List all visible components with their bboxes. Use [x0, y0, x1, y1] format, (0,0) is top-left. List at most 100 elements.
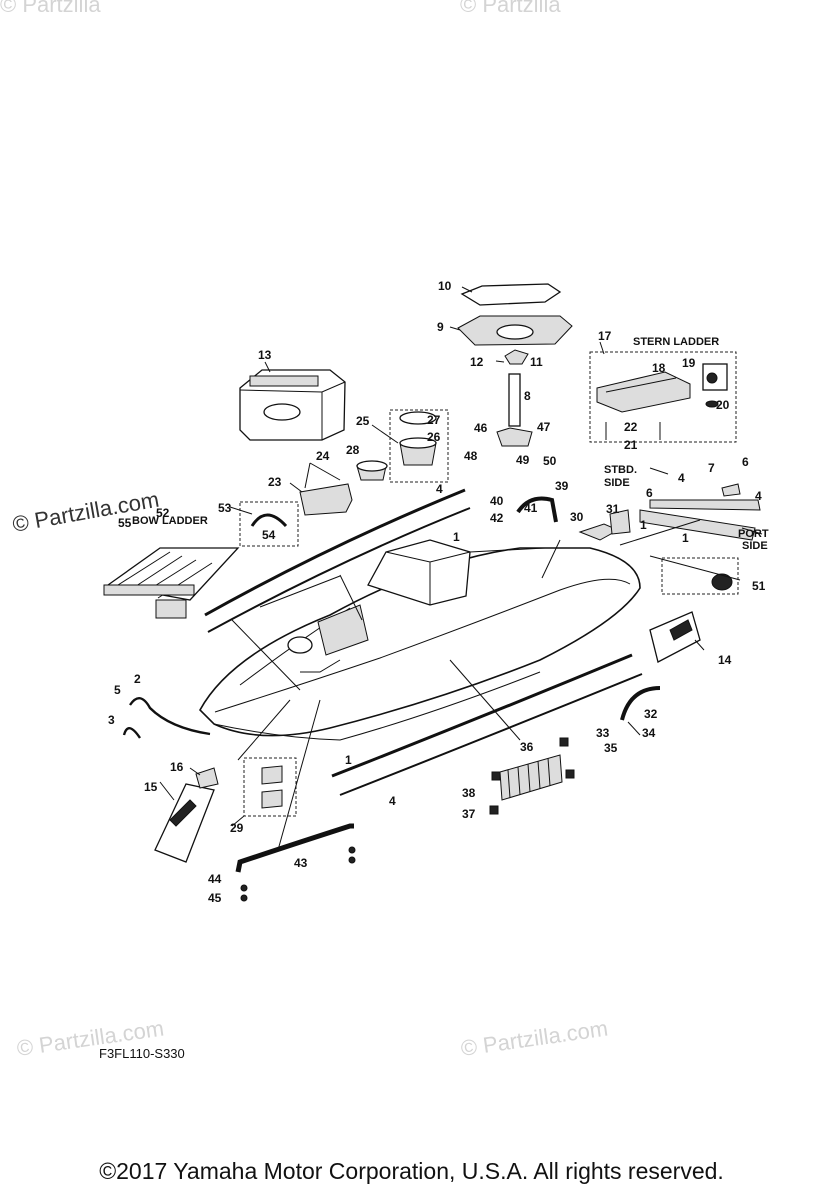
callout-35: 35	[604, 741, 618, 755]
callout-17: 17	[598, 329, 612, 343]
callout-28: 28	[346, 443, 360, 457]
bow-cleat-bracket-part	[195, 767, 219, 789]
cupholder-ring-part	[399, 411, 437, 425]
side-rail-port-part	[639, 509, 756, 541]
callout-44: 44	[208, 872, 222, 886]
callout-13: 13	[258, 348, 272, 362]
callout-42: 42	[490, 511, 504, 525]
diagram-code: F3FL110-S330	[99, 1046, 185, 1061]
callout-4-stbd: 4	[678, 471, 685, 485]
callout-32: 32	[644, 707, 658, 721]
grab-handle-part	[516, 496, 558, 523]
callout-2: 2	[134, 672, 141, 686]
ladder-bolt-part	[605, 422, 661, 440]
callout-16: 16	[170, 760, 184, 774]
stbd-side-label-2: SIDE	[604, 477, 630, 489]
callout-33: 33	[596, 726, 610, 740]
callout-50: 50	[543, 454, 557, 468]
seat-bracket-part	[504, 349, 529, 365]
seat-pad-part	[460, 283, 562, 306]
watermark-top-mid: © Partzilla	[460, 0, 561, 17]
callout-41: 41	[524, 501, 538, 515]
stern-ladder-part	[596, 363, 728, 413]
callout-31: 31	[606, 502, 620, 516]
boat-hull	[199, 539, 641, 741]
callout-11: 11	[530, 355, 543, 369]
callout-15: 15	[144, 780, 158, 794]
callout-18: 18	[652, 361, 666, 375]
fitting-box	[661, 557, 739, 595]
callout-6-port: 6	[646, 486, 653, 500]
callout-1-lower: 1	[345, 753, 352, 767]
stbd-side-label-1: STBD.	[604, 464, 637, 476]
callout-51: 51	[752, 579, 766, 593]
rail-end-part	[620, 686, 661, 721]
seat-post-part	[508, 373, 521, 427]
callout-46: 46	[474, 421, 488, 435]
callout-5: 5	[114, 683, 121, 697]
callout-1-stbd: 1	[640, 518, 647, 532]
callout-1-port: 1	[682, 531, 689, 545]
cargo-net-part	[499, 754, 563, 801]
callout-54: 54	[262, 528, 276, 542]
callout-55: 55	[118, 516, 132, 530]
callout-34: 34	[642, 726, 656, 740]
callout-10: 10	[438, 279, 452, 293]
callout-3: 3	[108, 713, 115, 727]
bow-rail-part	[129, 697, 211, 736]
callout-43: 43	[294, 856, 308, 870]
bow-ladder-part	[103, 547, 240, 619]
callout-53: 53	[218, 501, 232, 515]
callout-4-upper: 4	[436, 482, 443, 496]
storage-tray-part	[299, 483, 353, 516]
fitting-cap-part	[711, 573, 733, 591]
stern-ladder-box	[589, 351, 737, 443]
rub-rail-upper-outer	[204, 488, 466, 617]
callout-22: 22	[624, 420, 638, 434]
callout-47: 47	[537, 420, 551, 434]
callout-29: 29	[230, 821, 244, 835]
cooler-part	[239, 369, 346, 441]
callout-4-port: 4	[755, 489, 762, 503]
callout-40: 40	[490, 494, 504, 508]
callout-1-upper: 1	[453, 530, 460, 544]
callout-23: 23	[268, 475, 282, 489]
ladder-strap-part	[250, 513, 288, 528]
clip-part	[721, 483, 741, 497]
callout-36: 36	[520, 740, 534, 754]
bracket-31-part	[609, 509, 631, 535]
callout-20: 20	[716, 398, 730, 412]
callout-45: 45	[208, 891, 222, 905]
callout-38: 38	[462, 786, 476, 800]
callout-24: 24	[316, 449, 330, 463]
callout-7: 7	[708, 461, 715, 475]
net-hook-part	[491, 771, 501, 781]
callout-19: 19	[682, 356, 696, 370]
rub-rail-upper-inner	[207, 507, 471, 633]
callout-52: 52	[156, 506, 170, 520]
watermark-top-left: © Partzilla	[0, 0, 101, 17]
callout-30: 30	[570, 510, 584, 524]
watermark-bottom-right: © Partzilla.com	[459, 1016, 609, 1061]
callout-4-lower: 4	[389, 794, 396, 808]
port-side-label-2: SIDE	[742, 540, 768, 552]
watermark-left-mid: © Partzilla.com	[11, 487, 161, 537]
bow-cleat-plate-part	[154, 783, 215, 863]
callout-25: 25	[356, 414, 370, 428]
port-side-label-1: PORT	[738, 528, 769, 540]
callout-6-stbd: 6	[742, 455, 749, 469]
callout-39: 39	[555, 479, 569, 493]
rub-rail-lower-inner	[339, 673, 643, 796]
pedestal-base-part	[496, 427, 533, 447]
callout-9: 9	[437, 320, 444, 334]
copyright-notice: ©2017 Yamaha Motor Corporation, U.S.A. A…	[99, 1158, 724, 1184]
callout-27: 27	[427, 413, 441, 427]
stern-ladder-label: STERN LADDER	[633, 336, 719, 348]
side-rail-stbd-part	[649, 499, 761, 511]
callout-26: 26	[427, 430, 441, 444]
callout-12: 12	[470, 355, 484, 369]
callout-37: 37	[462, 807, 476, 821]
leader-lines	[159, 286, 763, 851]
callout-14: 14	[718, 653, 732, 667]
